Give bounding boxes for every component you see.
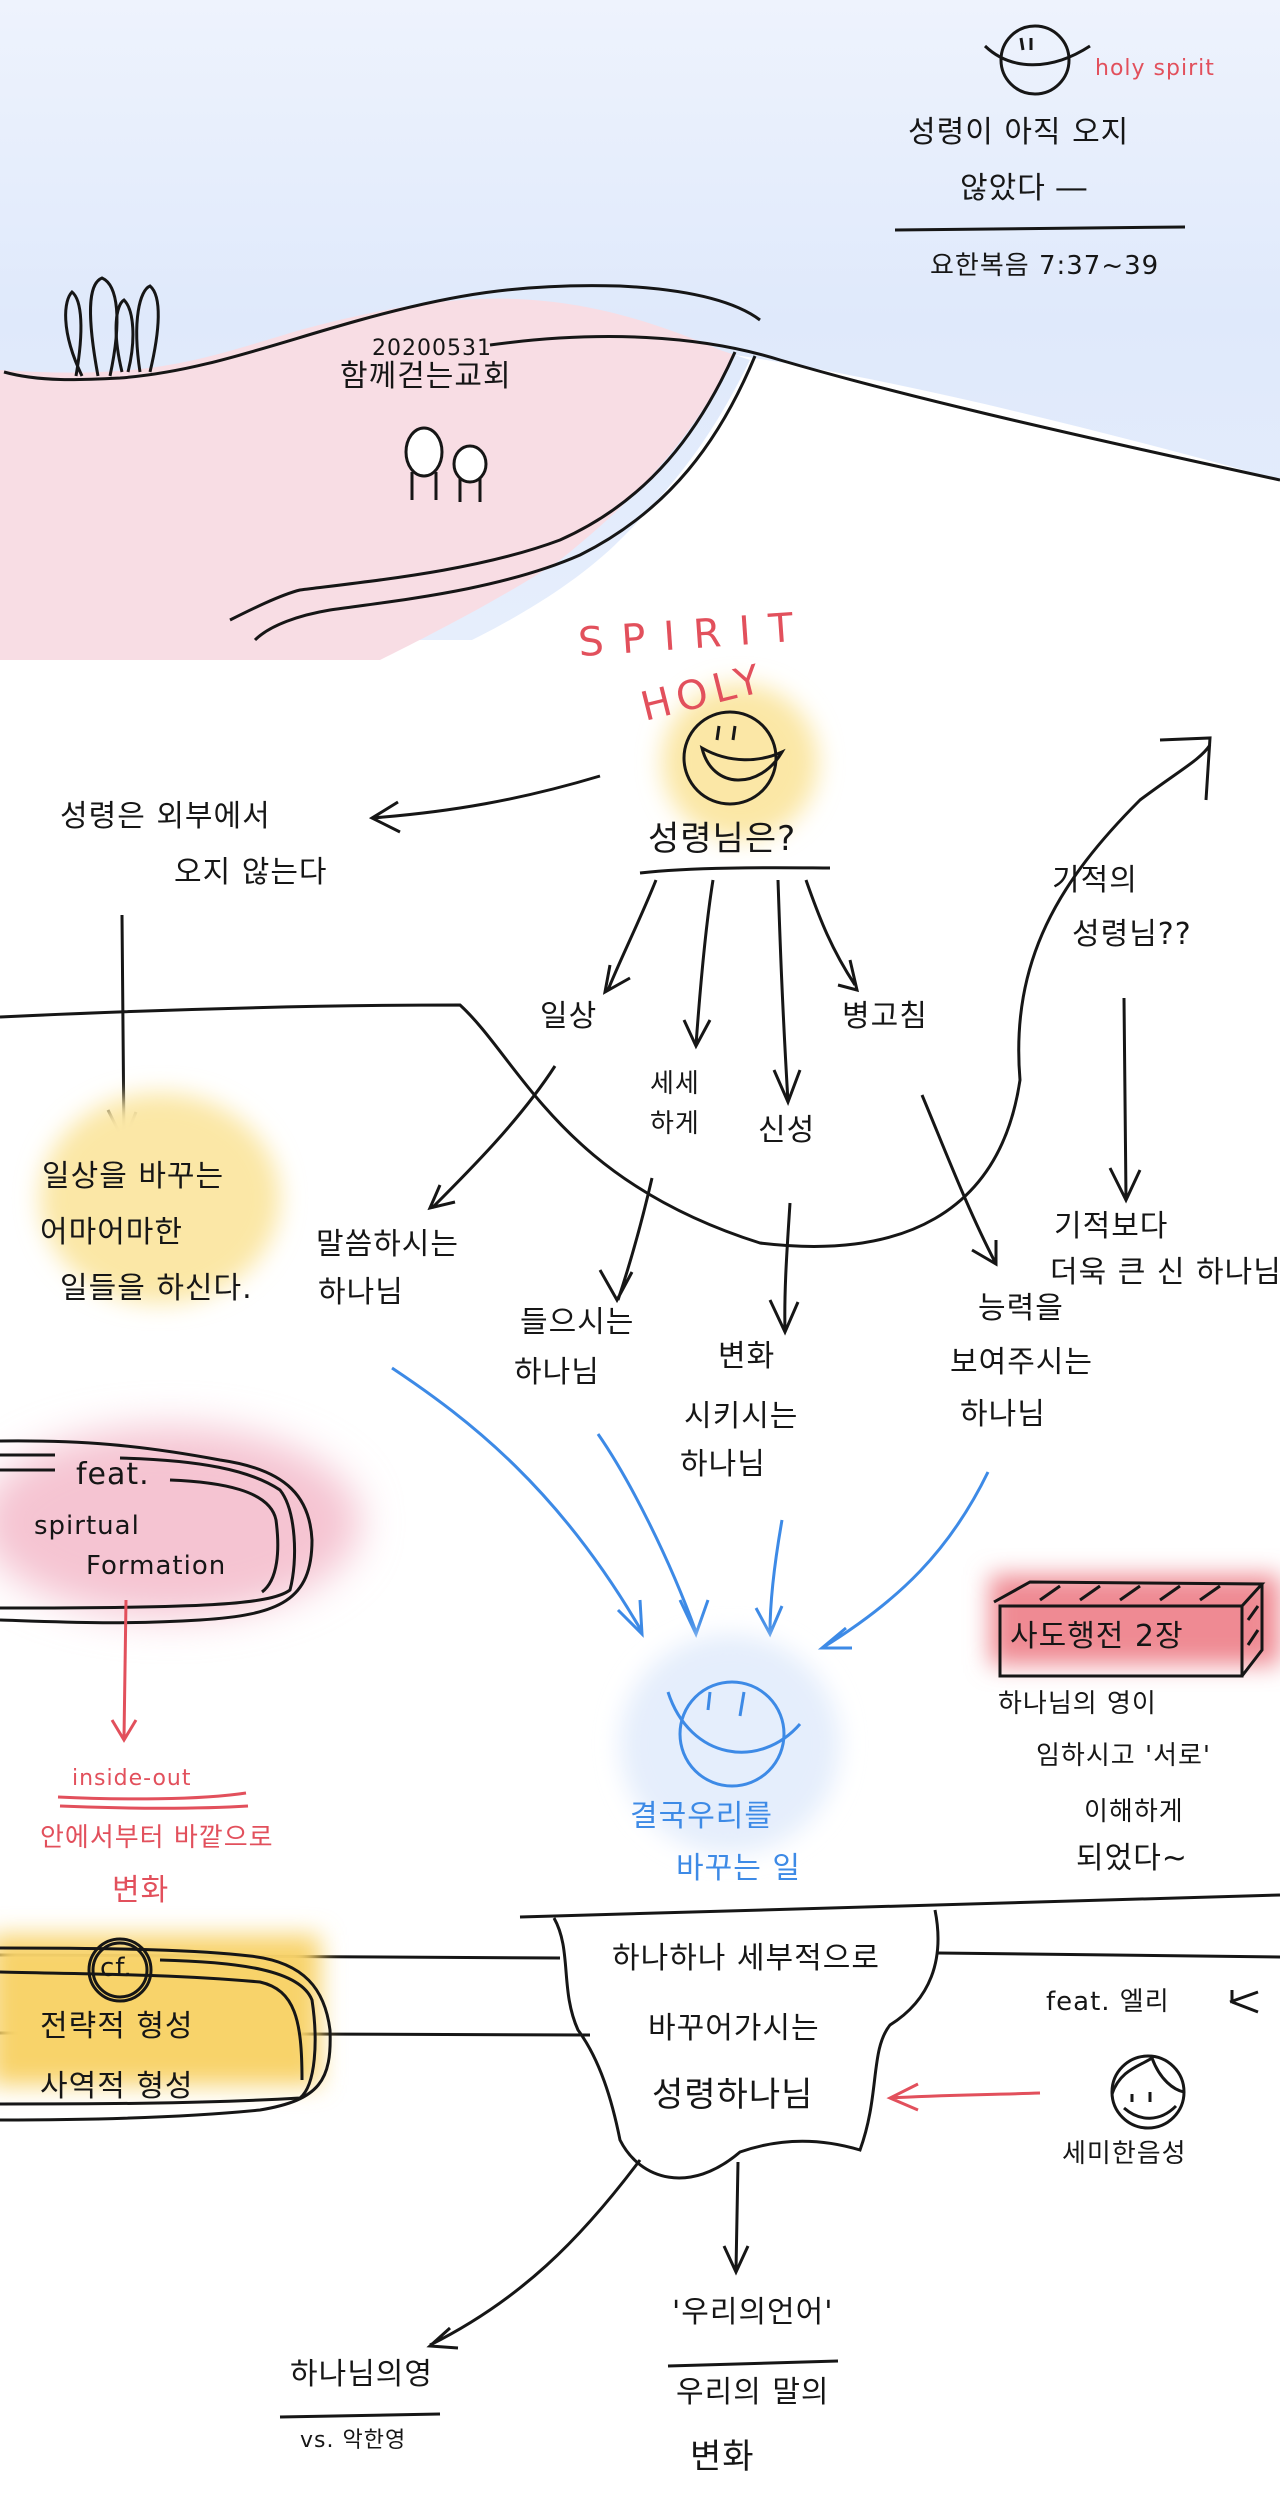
formation-track bbox=[0, 1439, 314, 1625]
blue-center-line-1: 결국우리를 bbox=[630, 1799, 773, 1834]
scripture-reference: 요한복음 7:37~39 bbox=[930, 251, 1160, 281]
result-listening-1: 들으시는 bbox=[520, 1305, 635, 1340]
arrow-to-holy-spirit-bottom bbox=[426, 2159, 642, 2350]
road-line-1 bbox=[229, 351, 737, 622]
ellie-face-icon bbox=[1110, 2054, 1186, 2130]
branch-sinseong: 신성 bbox=[758, 1113, 816, 1148]
inside-out-line-1: 안에서부터 바깥으로 bbox=[40, 1823, 274, 1853]
result-speaking-2: 하나님 bbox=[318, 1275, 404, 1310]
arrow-to-our-language bbox=[722, 2161, 750, 2276]
result-speaking-1: 말씀하시는 bbox=[316, 1227, 459, 1262]
cup-outline bbox=[552, 1909, 940, 2180]
inside-out-line-2: 변화 bbox=[112, 1873, 170, 1908]
horizontal-divider bbox=[519, 1893, 1280, 1919]
daily-bubble bbox=[40, 1093, 280, 1303]
road-line-2 bbox=[253, 355, 757, 642]
divider-curve bbox=[0, 736, 1212, 1248]
central-question: 성령님은? bbox=[648, 819, 797, 859]
result-changing-2: 시키시는 bbox=[684, 1399, 799, 1434]
ellie-feat: feat. 엘리 bbox=[1046, 1987, 1170, 2017]
bottom-left-top: 하나님의영 bbox=[290, 2357, 433, 2392]
arrow-to-miracle-result bbox=[1108, 997, 1142, 1204]
cf-track bbox=[0, 1937, 332, 2122]
arrow-from-byeonggochim bbox=[920, 1094, 998, 1267]
formation-line-2: Formation bbox=[86, 1551, 227, 1581]
blue-center-line-2: 바꾸는 일 bbox=[676, 1851, 801, 1886]
result-changing-3: 하나님 bbox=[680, 1447, 766, 1482]
blue-arrows bbox=[391, 1366, 990, 1650]
arrow-from-sesehage bbox=[598, 1177, 654, 1304]
holy-spirit-label: holy spirit bbox=[1095, 56, 1215, 81]
right-bar bbox=[937, 1951, 1280, 1959]
hill-pink bbox=[0, 298, 735, 660]
horizon-line bbox=[489, 335, 1280, 482]
cf-label: cf. bbox=[100, 1953, 133, 1983]
bottom-left-underline bbox=[279, 2412, 441, 2419]
lower-land bbox=[0, 355, 1280, 700]
cup-line-1: 하나하나 세부적으로 bbox=[612, 1941, 880, 1976]
church-name: 함께걷는교회 bbox=[340, 359, 512, 394]
acts-line-3: 이해하게 bbox=[1084, 1797, 1184, 1827]
bottom-right-underline bbox=[667, 2359, 839, 2368]
ellie-caption: 세미한음성 bbox=[1062, 2139, 1187, 2169]
inside-out-title: inside-out bbox=[72, 1766, 192, 1791]
acts-line-1: 하나님의 영이 bbox=[998, 1689, 1157, 1719]
blue-glow bbox=[620, 1634, 840, 1854]
branch-ilsang: 일상 bbox=[540, 999, 598, 1034]
arrow-ellie-to-cup bbox=[886, 2082, 1041, 2112]
left-note-line-1: 성령은 외부에서 bbox=[60, 799, 271, 834]
result-power-3: 하나님 bbox=[960, 1397, 1046, 1432]
daily-bubble-line-1: 일상을 바꾸는 bbox=[42, 1159, 225, 1194]
people-icon bbox=[404, 426, 488, 502]
trees-icon bbox=[64, 276, 160, 377]
hill-outline bbox=[3, 284, 761, 382]
branch-byeonggochim: 병고침 bbox=[842, 999, 928, 1034]
acts-line-2: 임하시고 '서로' bbox=[1036, 1741, 1212, 1771]
title-underline bbox=[894, 225, 1186, 232]
cf-line-1: 전략적 형성 bbox=[40, 2009, 194, 2044]
hill-fade bbox=[0, 660, 420, 680]
miracle-note-line-1: 기적의 bbox=[1052, 863, 1138, 898]
changed-face-icon bbox=[666, 1680, 802, 1788]
result-power-2: 보여주시는 bbox=[950, 1345, 1093, 1380]
arrow-to-left-note bbox=[368, 774, 601, 834]
formation-line-1: spirtual bbox=[34, 1511, 140, 1541]
sermon-date: 20200531 bbox=[372, 336, 492, 361]
left-note-line-2: 오지 않는다 bbox=[174, 855, 328, 890]
miracle-result-2: 더욱 큰 신 하나님 bbox=[1050, 1255, 1280, 1290]
miracle-note-line-2: 성령님?? bbox=[1072, 917, 1192, 952]
cup-line-2: 바꾸어가시는 bbox=[648, 2011, 820, 2046]
formation-arrow bbox=[110, 1599, 138, 1743]
question-underline bbox=[639, 866, 831, 875]
happy-face-icon bbox=[682, 710, 786, 806]
cf-line-2: 사역적 형성 bbox=[40, 2069, 194, 2104]
formation-feat: feat. bbox=[76, 1457, 150, 1492]
branch-sesehage-2: 하게 bbox=[650, 1109, 700, 1139]
title-line-1: 성령이 아직 오지 bbox=[908, 115, 1130, 150]
cup-line-3: 성령하나님 bbox=[652, 2075, 814, 2115]
bottom-left-bottom: vs. 악한영 bbox=[300, 2428, 407, 2453]
daily-bubble-line-3: 일들을 하신다. bbox=[60, 1271, 253, 1306]
acts-line-4: 되었다~ bbox=[1076, 1841, 1188, 1876]
holy-spirit-face-icon bbox=[983, 24, 1091, 96]
acts-label: 사도행전 2장 bbox=[1010, 1619, 1184, 1654]
bottom-right-line-1: 우리의 말의 bbox=[676, 2375, 830, 2410]
ellie-arrow-icon bbox=[1229, 1990, 1259, 2014]
bottom-right-line-2: 변화 bbox=[690, 2437, 755, 2477]
arrow-from-ilsang bbox=[427, 1065, 557, 1211]
branch-sesehage-1: 세세 bbox=[650, 1069, 700, 1099]
title-line-2: 않았다 ― bbox=[960, 171, 1088, 206]
bottom-right-top: '우리의언어' bbox=[672, 2295, 834, 2330]
result-power-1: 능력을 bbox=[978, 1291, 1064, 1326]
inside-out-underline bbox=[57, 1791, 249, 1810]
miracle-result-1: 기적보다 bbox=[1054, 1209, 1169, 1244]
arrow-from-sinseong bbox=[768, 1202, 800, 1336]
branch-arrows bbox=[602, 879, 860, 1106]
daily-bubble-line-2: 어마어마한 bbox=[40, 1215, 183, 1250]
result-changing-1: 변화 bbox=[718, 1339, 776, 1374]
result-listening-2: 하나님 bbox=[514, 1355, 600, 1390]
acts-box-icon bbox=[993, 1580, 1266, 1678]
